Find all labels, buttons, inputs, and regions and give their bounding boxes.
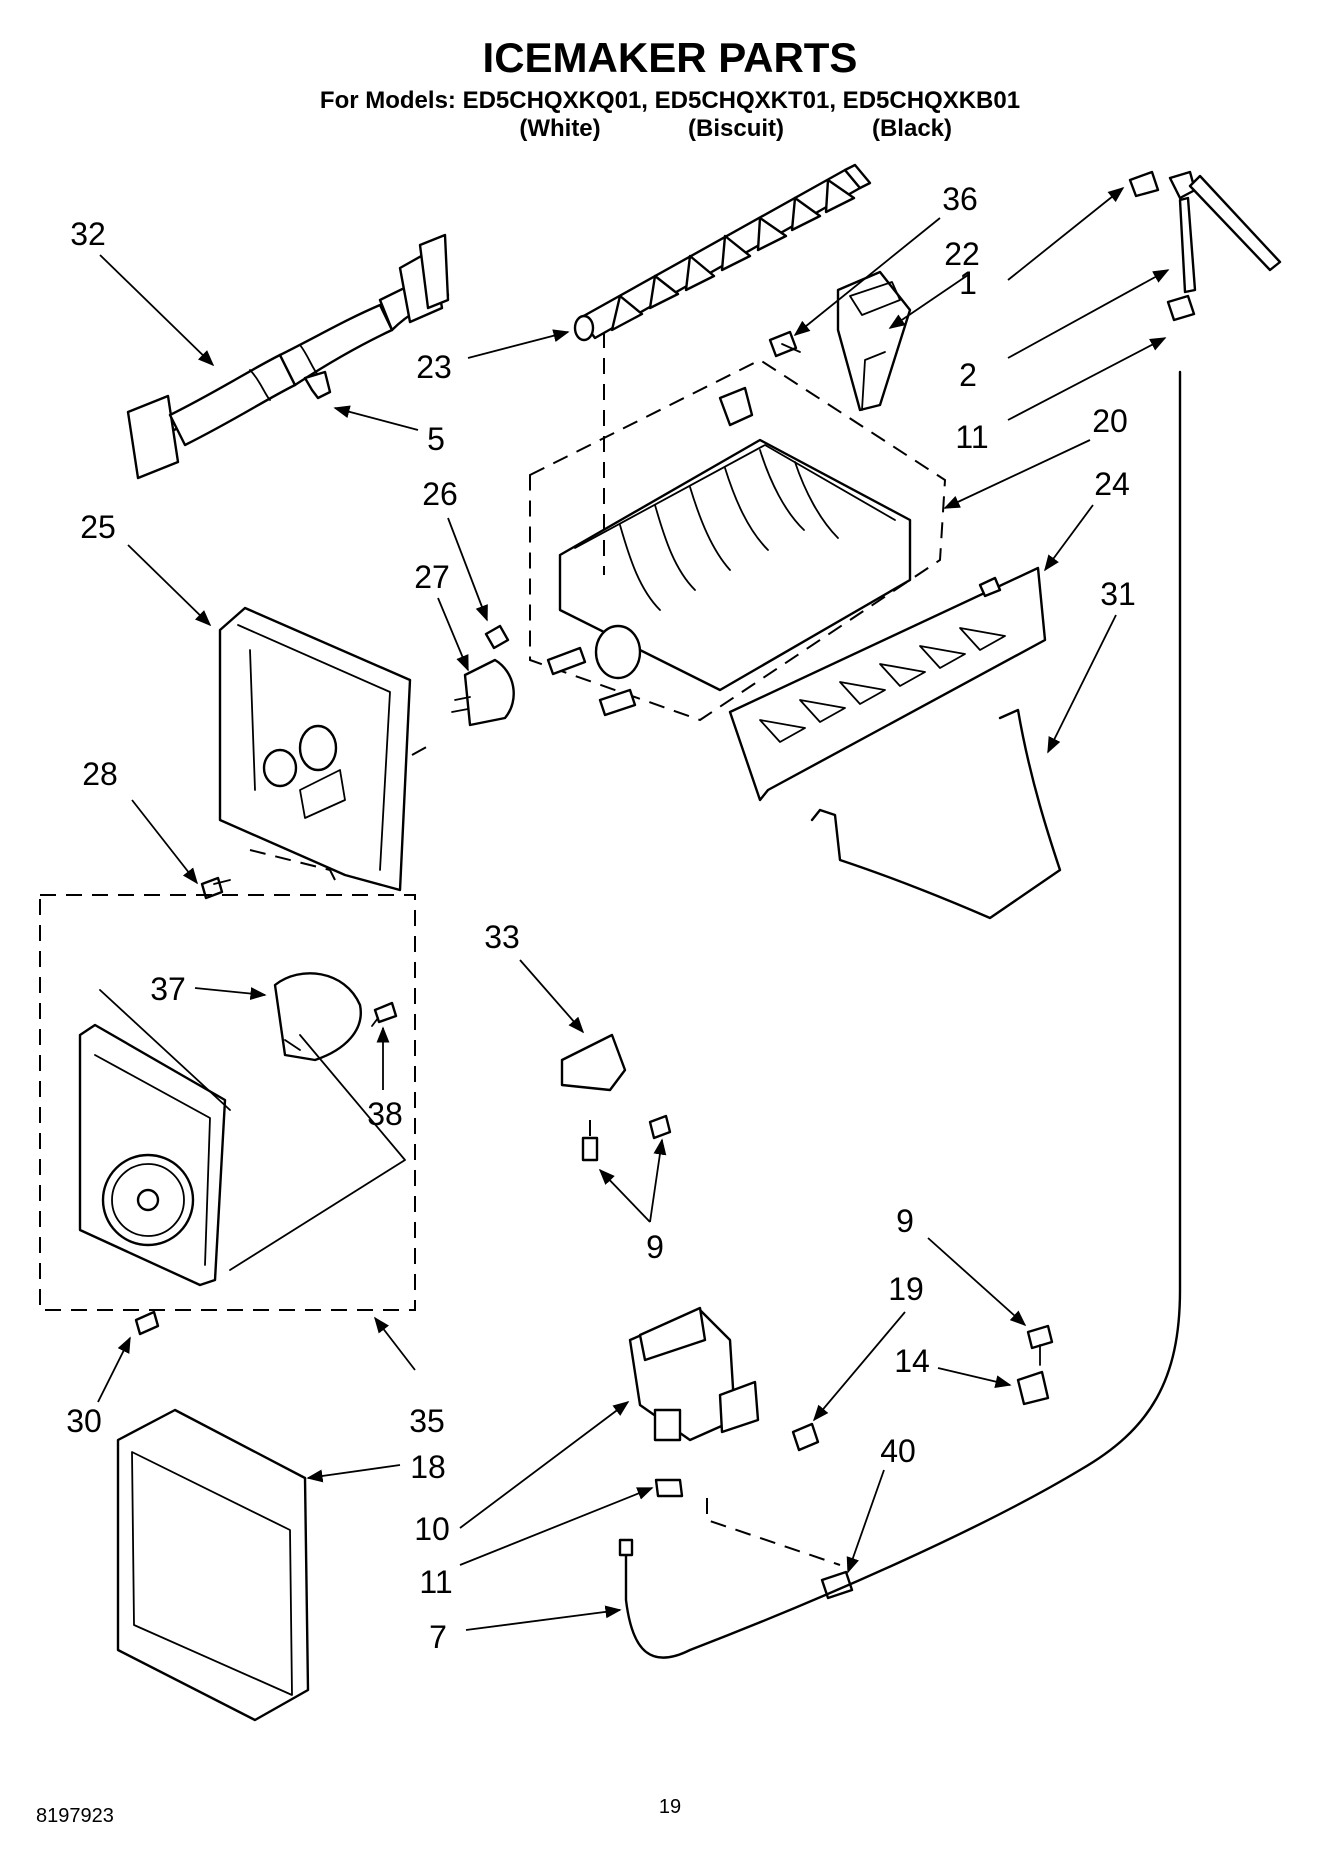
screw-part-30 [134, 1310, 160, 1336]
water-line-end [618, 1538, 634, 1557]
leader-lines [97, 186, 1170, 1631]
callout-2: 2 [959, 357, 977, 393]
document-number: 8197923 [36, 1805, 114, 1827]
callout-37: 37 [150, 971, 186, 1007]
callout-10: 10 [414, 1511, 450, 1547]
callout-20: 20 [1092, 403, 1128, 439]
callout-9-center: 9 [646, 1229, 664, 1265]
shaft-clip-part [484, 624, 510, 650]
screw-part-9a [581, 1114, 672, 1162]
page-number: 19 [659, 1796, 681, 1818]
callout-22: 22 [944, 236, 980, 272]
callout-27: 27 [414, 559, 450, 595]
color-white: (White) [519, 115, 600, 142]
screw-part-9b [1026, 1324, 1054, 1366]
fill-tube-part [1128, 170, 1282, 322]
color-black: (Black) [872, 115, 952, 142]
nut-part-40 [820, 1570, 854, 1600]
guide-line [249, 849, 336, 881]
callout-11-upper: 11 [955, 419, 988, 455]
callout-30: 30 [66, 1403, 102, 1439]
water-line-part [624, 370, 1182, 1659]
screw-part-19 [791, 1422, 820, 1452]
callout-11-lower: 11 [419, 1564, 452, 1600]
callout-25: 25 [80, 509, 116, 545]
screw-part-28 [200, 876, 231, 900]
cover-part [116, 1408, 310, 1722]
fill-cup-part [836, 270, 912, 412]
mold-assembly-boundary [529, 358, 947, 722]
guide-line [229, 1034, 406, 1271]
callout-35: 35 [409, 1403, 445, 1439]
wire-harness-part [126, 233, 450, 480]
callout-19: 19 [888, 1271, 924, 1307]
nut-part-11b [654, 1478, 684, 1498]
page-title: ICEMAKER PARTS [483, 34, 858, 81]
callout-9-right: 9 [896, 1203, 914, 1239]
callout-5: 5 [427, 421, 445, 457]
bracket-part [560, 1033, 627, 1092]
callout-40: 40 [880, 1433, 916, 1469]
motor-module-part [78, 1023, 227, 1287]
guide-line [411, 744, 431, 756]
callout-24: 24 [1094, 466, 1130, 502]
stripper-part [728, 566, 1047, 802]
water-valve-part [628, 1306, 760, 1442]
callout-7: 7 [429, 1619, 447, 1655]
callout-28: 28 [82, 756, 118, 792]
callout-33: 33 [484, 919, 520, 955]
screw-part-36 [768, 330, 801, 358]
shutoff-arm-part [810, 708, 1062, 920]
motor-module-boundary [39, 894, 416, 1311]
guide-line [99, 989, 231, 1111]
thermostat-part [451, 658, 515, 727]
callout-31: 31 [1100, 576, 1136, 612]
models-line: For Models: ED5CHQXKQ01, ED5CHQXKT01, ED… [320, 87, 1020, 114]
color-biscuit: (Biscuit) [688, 115, 784, 142]
callout-18: 18 [410, 1449, 446, 1485]
callout-14: 14 [894, 1343, 930, 1379]
mold-part [546, 386, 912, 717]
tube-clamp-part [1016, 1370, 1050, 1406]
module-housing-part [218, 606, 412, 892]
callout-38: 38 [367, 1096, 403, 1132]
guide-line [706, 1498, 841, 1566]
callout-32: 32 [70, 216, 106, 252]
callout-36: 36 [942, 181, 978, 217]
screw-part-38 [371, 1001, 398, 1027]
harness-clip-part [303, 370, 332, 400]
callout-1: 1 [959, 265, 977, 301]
callout-26: 26 [422, 476, 458, 512]
motor-part [273, 972, 362, 1062]
callout-23: 23 [416, 349, 452, 385]
ejector-part [573, 163, 872, 342]
